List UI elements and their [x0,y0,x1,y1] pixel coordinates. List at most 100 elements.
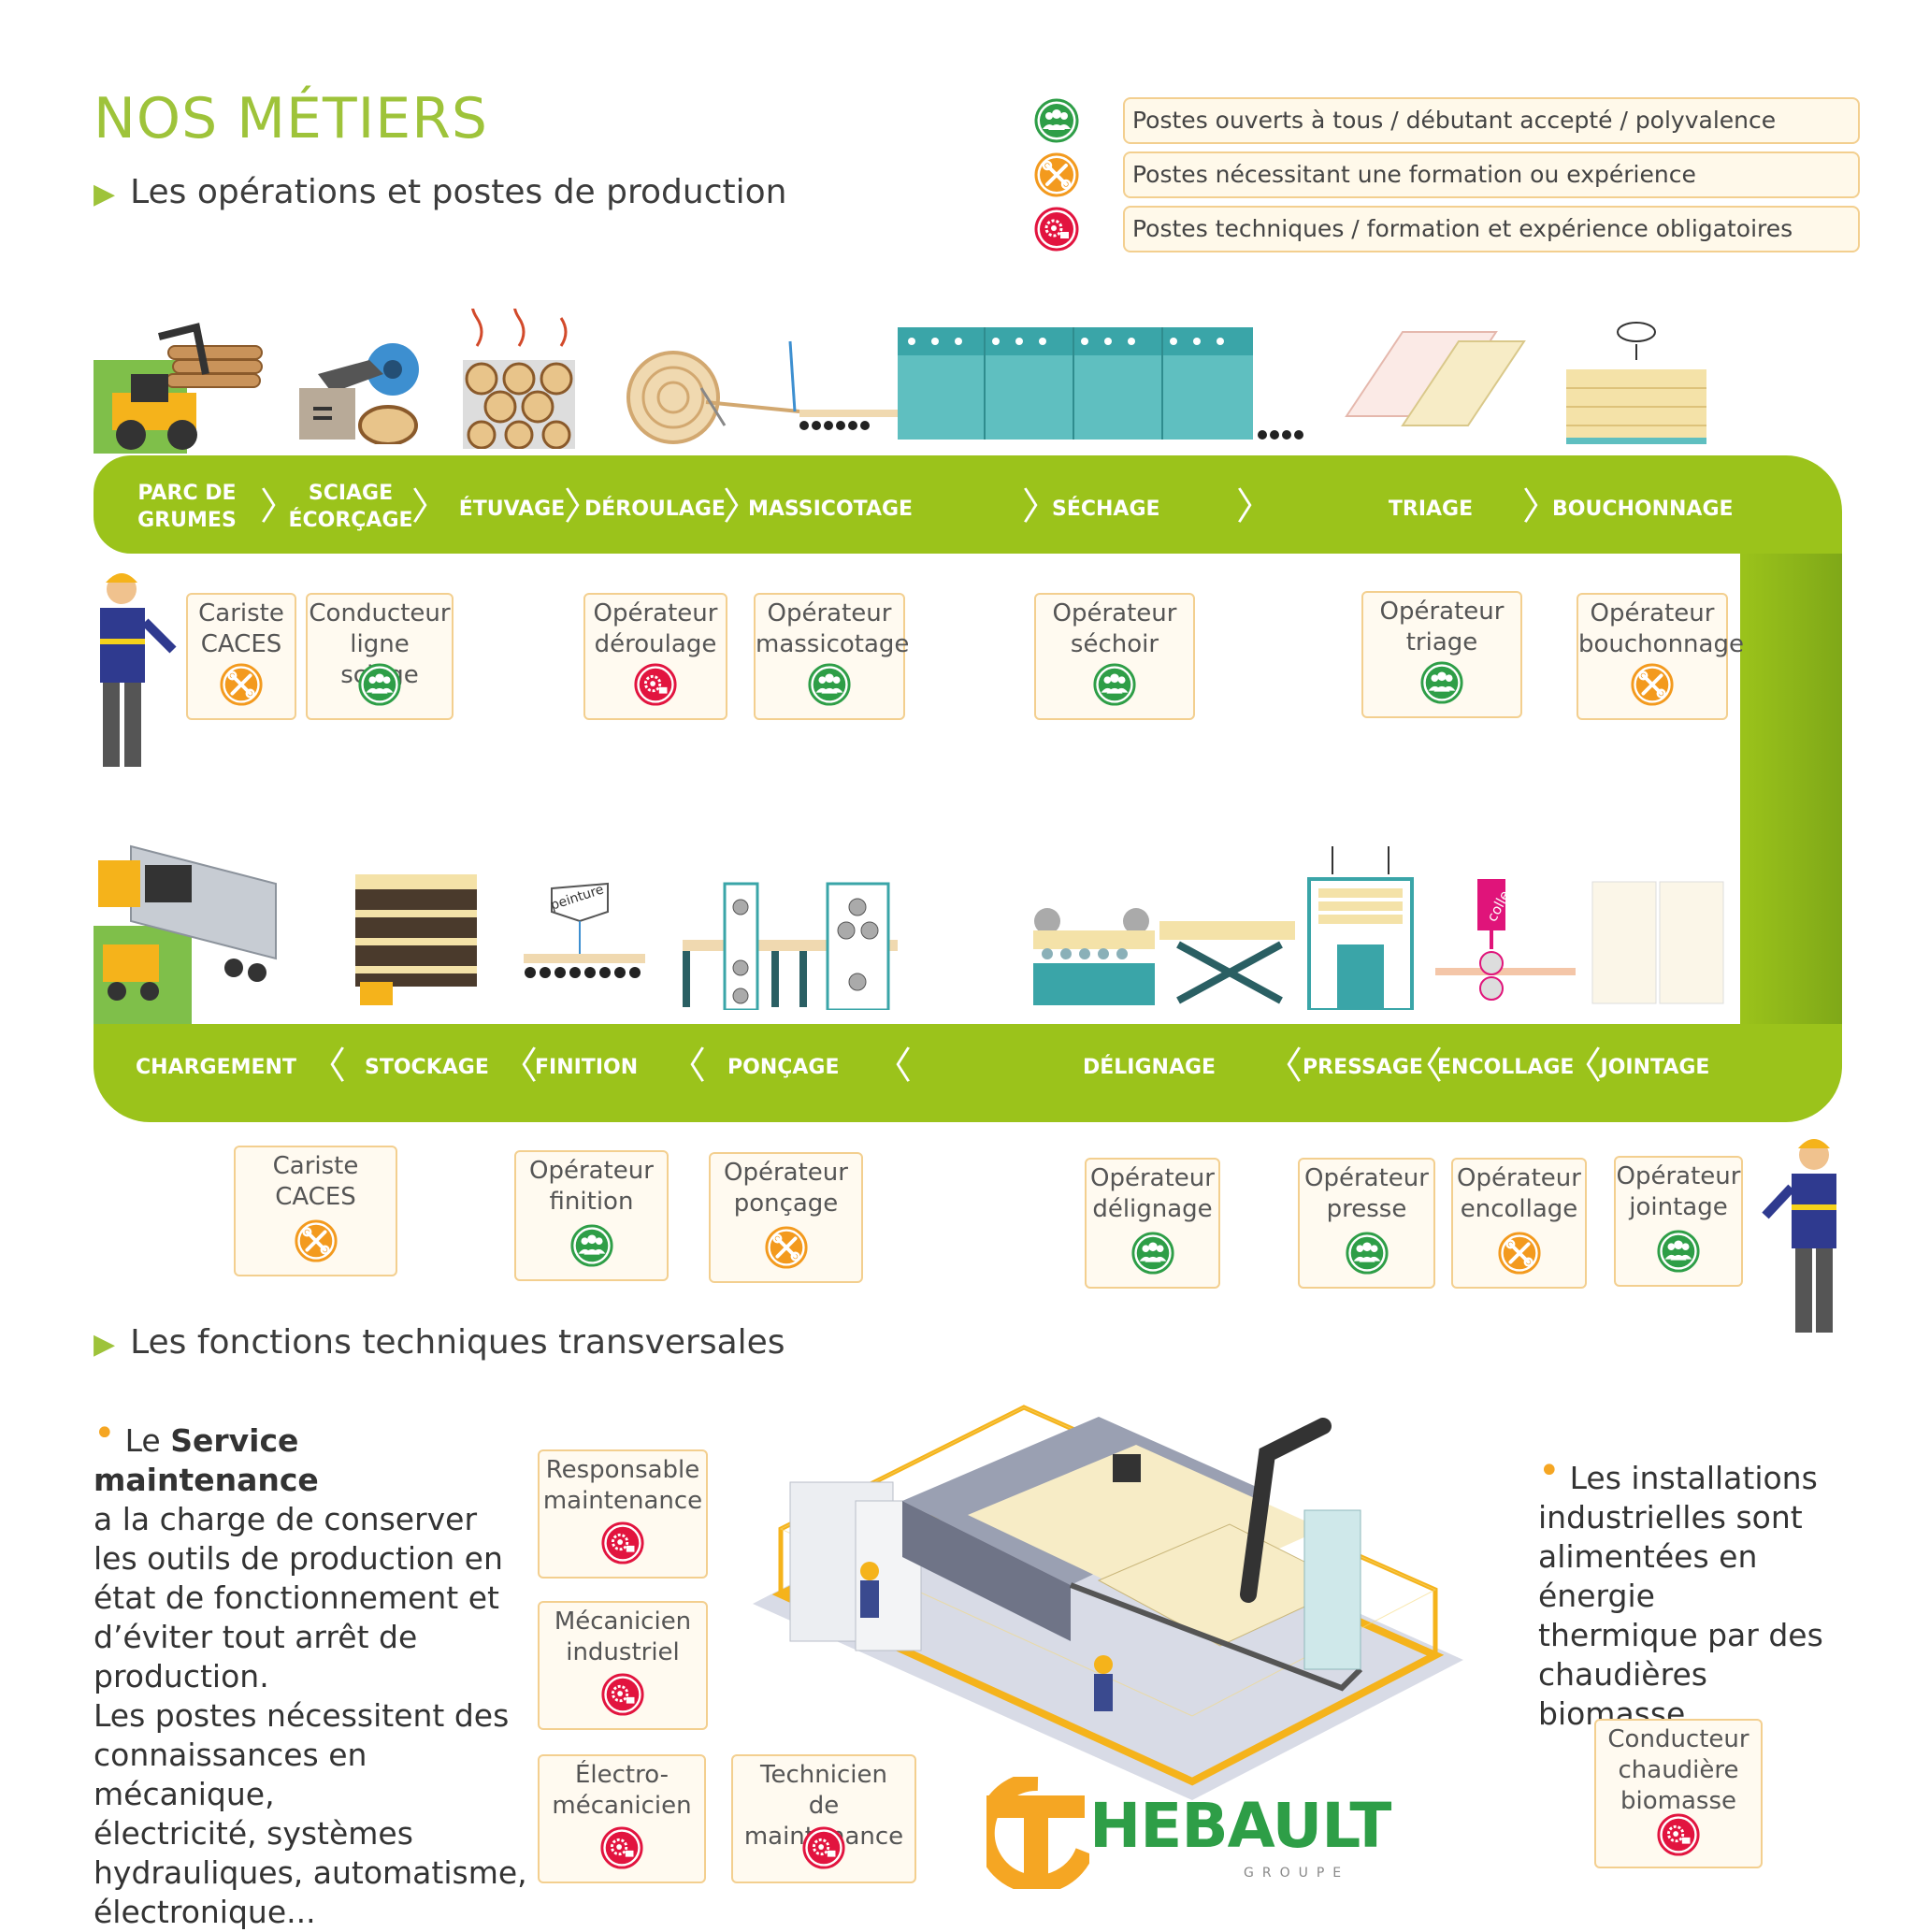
job-label: Opérateur jointage [1616,1162,1741,1221]
team-icon [1130,1231,1175,1276]
chevron-right-icon: 〉 [260,485,297,528]
job-label: Opérateur triage [1379,598,1505,656]
job-card: Opérateur presse [1298,1158,1435,1289]
legend-item-red: Postes techniques / formation et expérie… [1033,206,1860,252]
maintenance-description: •Le Service maintenance a la charge de c… [94,1412,527,1930]
job-card: Opérateur triage [1361,591,1522,718]
gear-machine-icon [600,1521,645,1565]
job-label: Mécanicien industriel [554,1608,692,1666]
chevron-right-icon: 〉 [411,485,449,528]
tools-icon [764,1225,809,1270]
chevron-right-icon: 〉 [1522,485,1560,528]
step-massicotage: MASSICOTAGE [748,497,914,521]
sanding-illustration [683,882,898,1010]
process-band-top [94,455,1777,554]
team-icon [1419,660,1464,705]
step-poncage: PONÇAGE [727,1056,840,1079]
truck-loading-illustration [94,844,277,1024]
step-encollage: ENCOLLAGE [1437,1056,1575,1079]
section-arrow-icon: ▶ [94,178,116,210]
chevron-left-icon: 〈 [500,1045,538,1088]
tools-icon [1497,1231,1542,1276]
section-title-production: ▶Les opérations et postes de production [94,173,787,211]
gear-machine-icon [633,662,678,707]
team-icon [807,662,852,707]
jointing-illustration [1591,881,1724,1004]
plugging-illustration [1566,322,1706,444]
bullet-icon: • [1538,1449,1561,1492]
job-label: Opérateur déroulage [593,599,718,658]
step-finition: FINITION [535,1056,639,1079]
worker-right-illustration [1762,1139,1836,1333]
logo-mark-icon [986,1777,1089,1889]
job-label: Opérateur délignage [1090,1164,1215,1223]
job-card: Opérateur ponçage [709,1152,863,1283]
gear-machine-icon [1656,1812,1701,1857]
worker-left-illustration [100,573,177,767]
step-sechage: SÉCHAGE [1052,497,1160,521]
gear-machine-icon [801,1825,846,1870]
job-label: Conducteur ligne sciage [309,599,451,689]
job-card: Technicien de maintenance [731,1754,916,1883]
stacked-boards-illustration [355,874,477,1005]
job-label: Responsable maintenance [542,1456,703,1515]
section-title-transversal: ▶Les fonctions techniques transversales [94,1323,785,1362]
job-label: Opérateur massicotage [756,599,910,658]
step-chargement: CHARGEMENT [136,1056,296,1079]
legend-item-orange: Postes nécessitant une formation ou expé… [1033,151,1860,198]
team-icon [569,1223,614,1268]
job-card: Cariste CACES [186,593,296,720]
step-parc-de-grumes: PARC DE GRUMES [137,482,237,532]
company-logo: HEBAULT GROUPE [986,1777,1391,1889]
chevron-right-icon: 〉 [1236,485,1274,528]
legend-label: Postes techniques / formation et expérie… [1123,206,1860,252]
job-card: Opérateur bouchonnage [1577,593,1744,720]
legend-item-green: Postes ouverts à tous / débutant accepté… [1033,97,1860,144]
job-label: Opérateur séchoir [1052,599,1177,658]
chevron-left-icon: 〈 [874,1045,912,1088]
job-label: Opérateur encollage [1457,1164,1581,1223]
step-triage: TRIAGE [1388,497,1474,521]
chevron-right-icon: 〉 [1022,485,1059,528]
chevron-left-icon: 〈 [669,1045,706,1088]
step-delignage: DÉLIGNAGE [1083,1056,1217,1079]
tools-icon [1630,662,1675,707]
peeling-cutting-illustration [626,340,902,444]
team-icon [357,662,402,707]
job-card: Opérateur délignage [1085,1158,1220,1289]
job-label: Opérateur ponçage [724,1159,848,1218]
tools-icon [294,1218,338,1263]
team-icon [1345,1231,1389,1276]
job-label: Cariste CACES [198,599,284,658]
job-label: Opérateur bouchonnage [1578,599,1744,658]
logo-subtitle: GROUPE [1244,1866,1350,1881]
chevron-left-icon: 〈 [1265,1045,1303,1088]
job-card: Électro- mécanicien [538,1754,706,1883]
step-jointage: JOINTAGE [1600,1056,1710,1079]
step-bouchonnage: BOUCHONNAGE [1552,497,1734,521]
step-stockage: STOCKAGE [365,1056,489,1079]
job-label: Opérateur presse [1304,1164,1429,1223]
job-label: Conducteur chaudière biomasse [1607,1725,1749,1815]
process-band-bottom [94,1024,1777,1122]
gluing-illustration [1435,879,1576,1001]
job-card: Cariste CACES [234,1146,397,1276]
job-card: Conducteur ligne sciage [306,593,454,720]
step-deroulage: DÉROULAGE [584,497,726,521]
section-arrow-icon: ▶ [94,1328,116,1361]
tools-icon [1033,151,1080,198]
log-loader-illustration [94,323,263,454]
edging-illustration [1033,908,1295,1005]
chevron-left-icon: 〈 [1405,1045,1443,1088]
chevron-left-icon: 〈 [1564,1045,1602,1088]
team-icon [1092,662,1137,707]
biomass-description: •Les installations industrielles sont al… [1538,1449,1823,1732]
job-card: Responsable maintenance [538,1449,708,1579]
band-inner-shade [1739,554,1842,1024]
team-icon [1033,97,1080,144]
job-card: Opérateur finition [514,1150,669,1281]
gear-machine-icon [600,1672,645,1717]
gear-machine-icon [599,1825,644,1870]
sawing-illustration [299,343,419,444]
gear-machine-icon [1033,206,1080,252]
